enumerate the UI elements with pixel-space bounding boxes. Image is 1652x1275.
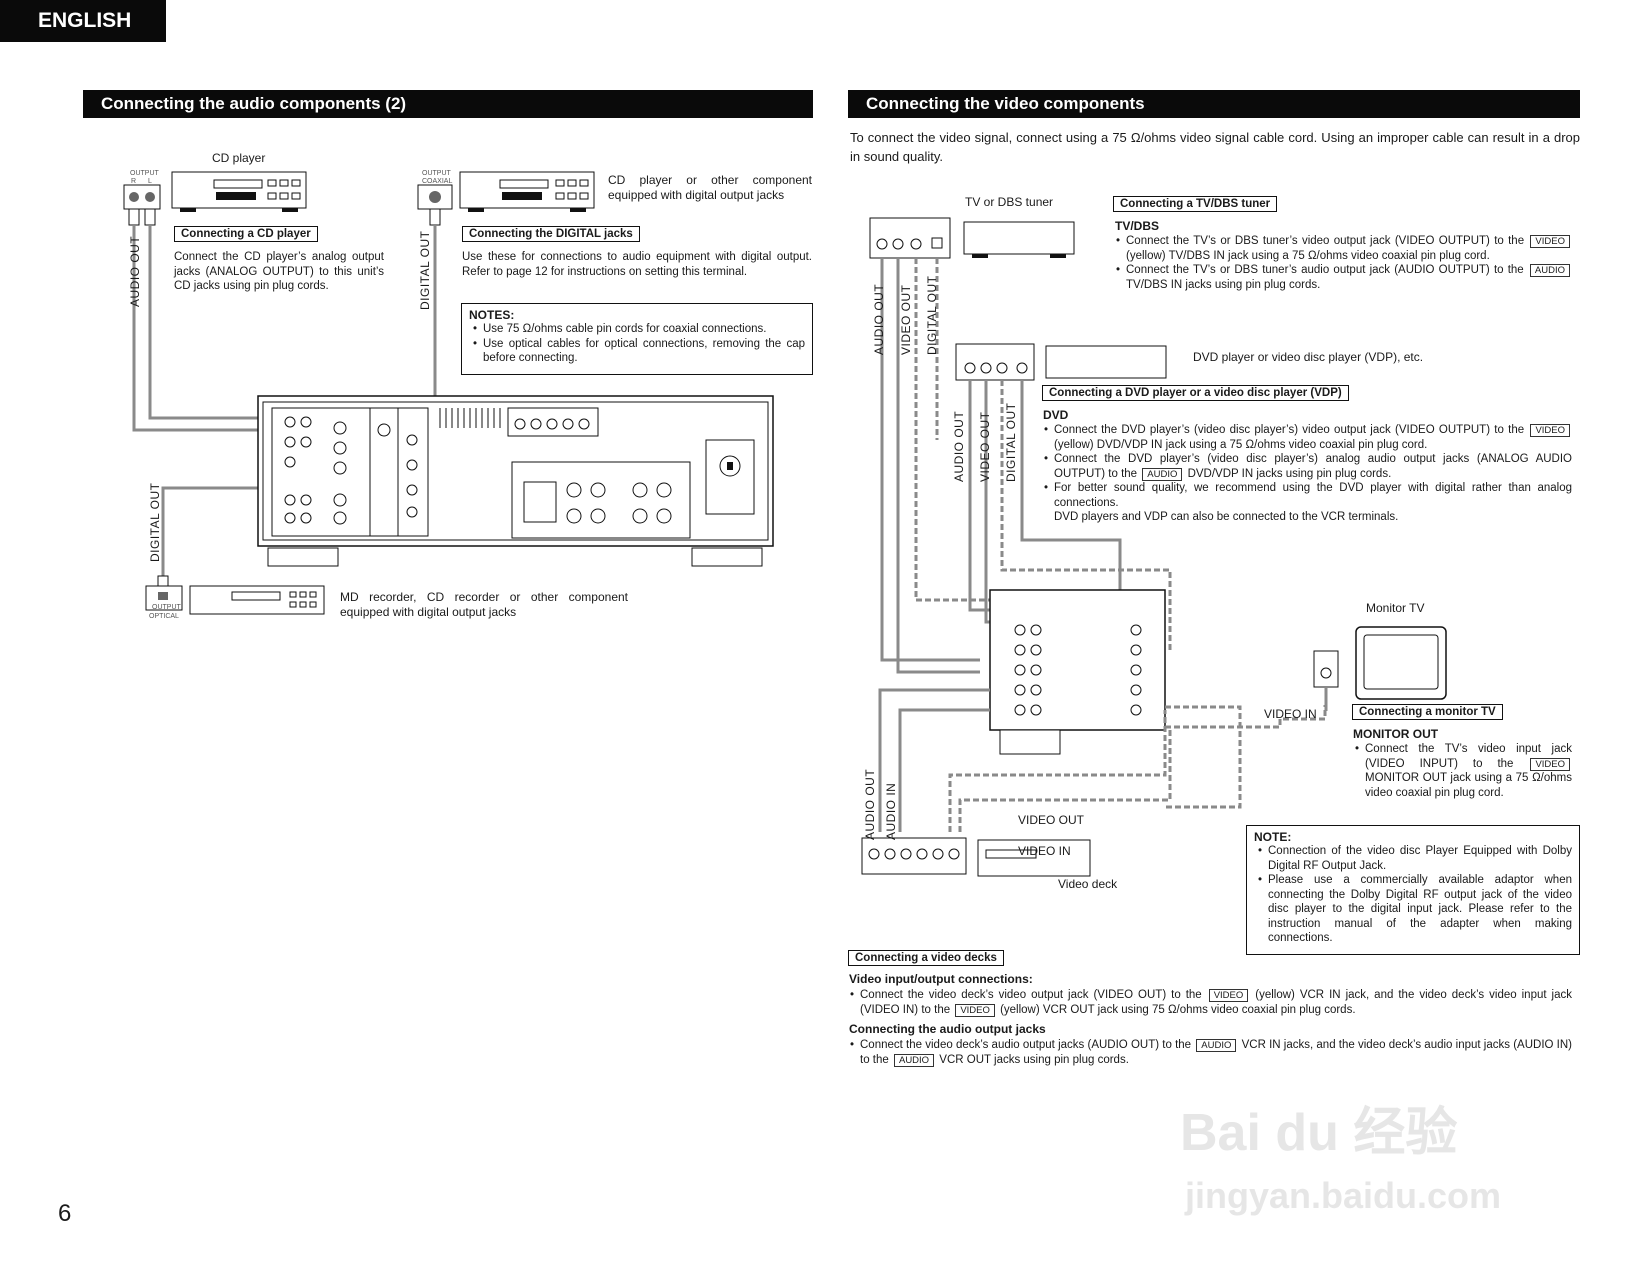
tv-dbs-subheading: TV/DBS [1115,219,1159,233]
dvd-digital-out-label: DIGITAL OUT [1004,402,1018,482]
monitor-item: Connect the TV’s video input jack (VIDEO… [1365,742,1572,800]
monitor-list: Connect the TV’s video input jack (VIDEO… [1365,742,1572,800]
video-intro-text: To connect the video signal, connect usi… [850,128,1580,166]
cd-player-text: Connect the CD player’s analog output ja… [174,250,384,294]
dvd-extra-note: DVD players and VDP can also be connecte… [1054,510,1572,525]
tv-tuner-label: TV or DBS tuner [965,195,1053,209]
monitor-bullets: Connect the TV’s video input jack (VIDEO… [1365,742,1572,800]
video-io-bullets: Connect the video deck’s video output ja… [860,988,1572,1017]
notes-box: NOTES: Use 75 Ω/ohms cable pin cords for… [461,303,813,375]
watermark-brand: Bai du 经验 [1180,1090,1457,1165]
tv-dbs-heading: Connecting a TV/DBS tuner [1113,196,1277,212]
cd-output-label: OUTPUT [130,170,159,177]
audio-out-label: AUDIO OUT [128,236,142,307]
dvd-heading: Connecting a DVD player or a video disc … [1042,385,1349,401]
digital-out-bottom-label: DIGITAL OUT [148,482,162,562]
dolby-note-box: NOTE: Connection of the video disc Playe… [1246,825,1580,955]
monitor-cable [1160,665,1330,825]
tv-dbs-list: Connect the TV’s or DBS tuner’s video ou… [1126,234,1572,292]
page-number: 6 [58,1200,71,1228]
dvd-video-out-label: VIDEO OUT [978,411,992,482]
dvd-audio-out-label: AUDIO OUT [952,411,966,482]
audio-output-subheading: Connecting the audio output jacks [849,1022,1046,1036]
watermark-url: jingyan.baidu.com [1185,1175,1501,1217]
dvd-subheading: DVD [1043,408,1068,422]
deck-audio-out-label: AUDIO OUT [863,769,877,840]
video-io-item: Connect the video deck’s video output ja… [860,988,1572,1017]
dolby-note-title: NOTE: [1254,830,1572,844]
dvd-item: Connect the DVD player’s (video disc pla… [1054,452,1572,481]
tv-dbs-item: Connect the TV’s or DBS tuner’s video ou… [1126,234,1572,263]
notes-title: NOTES: [469,308,805,322]
video-io-subheading: Video input/output connections: [849,972,1033,986]
monitor-video-in-label: VIDEO IN [1264,707,1317,721]
deck-video-in-label: VIDEO IN [1018,844,1071,858]
dolby-note-list: Connection of the video disc Player Equi… [1256,844,1572,946]
cd-player-label: CD player [212,151,265,165]
dvd-item: For better sound quality, we recommend u… [1054,481,1572,510]
deck-audio-in-label: AUDIO IN [884,783,898,840]
monitor-subheading: MONITOR OUT [1353,727,1438,741]
cd-r-label: R [131,178,136,185]
video-io-list: Connect the video deck’s video output ja… [860,988,1572,1017]
digital-jacks-text: Use these for connections to audio equip… [462,250,812,279]
section-title-video: Connecting the video components [848,90,1580,118]
tv-audio-out-label: AUDIO OUT [872,284,886,355]
audio-output-item: Connect the video deck’s audio output ja… [860,1038,1572,1067]
tv-dbs-item: Connect the TV’s or DBS tuner’s audio ou… [1126,263,1572,292]
cd-player-heading: Connecting a CD player [174,226,318,242]
audio-output-bullets: Connect the video deck’s audio output ja… [860,1038,1572,1067]
tv-digital-out-label: DIGITAL OUT [925,275,939,355]
monitor-heading: Connecting a monitor TV [1352,704,1503,720]
dolby-note-item: Please use a commercially available adap… [1268,873,1572,946]
dolby-note-item: Connection of the video disc Player Equi… [1268,844,1572,873]
tv-dbs-bullets: Connect the TV’s or DBS tuner’s video ou… [1126,234,1572,292]
coaxial-label: COAXIAL [422,178,452,185]
dvd-item: Connect the DVD player’s (video disc pla… [1054,423,1572,452]
tv-video-out-label: VIDEO OUT [899,284,913,355]
coaxial-output-label: OUTPUT [422,170,451,177]
optical-label: OPTICAL [149,613,179,620]
video-deck-label: Video deck [1058,877,1117,891]
note-item: Use optical cables for optical connectio… [483,337,805,366]
video-deck-heading: Connecting a video decks [848,950,1004,966]
note-item: Use 75 Ω/ohms cable pin cords for coaxia… [483,322,805,337]
deck-video-out-label: VIDEO OUT [1018,813,1084,827]
dvd-bullets: Connect the DVD player’s (video disc pla… [1054,423,1572,525]
md-recorder-description: MD recorder, CD recorder or other compon… [340,590,628,619]
dvd-list: Connect the DVD player’s (video disc pla… [1054,423,1572,510]
digital-out-label: DIGITAL OUT [418,230,432,310]
receiver-back-panel [258,396,773,566]
cd-digital-description: CD player or other component equipped wi… [608,173,812,202]
dvd-player-label: DVD player or video disc player (VDP), e… [1193,350,1423,364]
monitor-tv-label: Monitor TV [1366,601,1424,615]
optical-output-label: OUTPUT [152,604,181,611]
notes-list: Use 75 Ω/ohms cable pin cords for coaxia… [471,322,805,366]
cd-l-label: L [148,178,152,185]
audio-output-list: Connect the video deck’s audio output ja… [860,1038,1572,1067]
digital-jacks-heading: Connecting the DIGITAL jacks [462,226,640,242]
